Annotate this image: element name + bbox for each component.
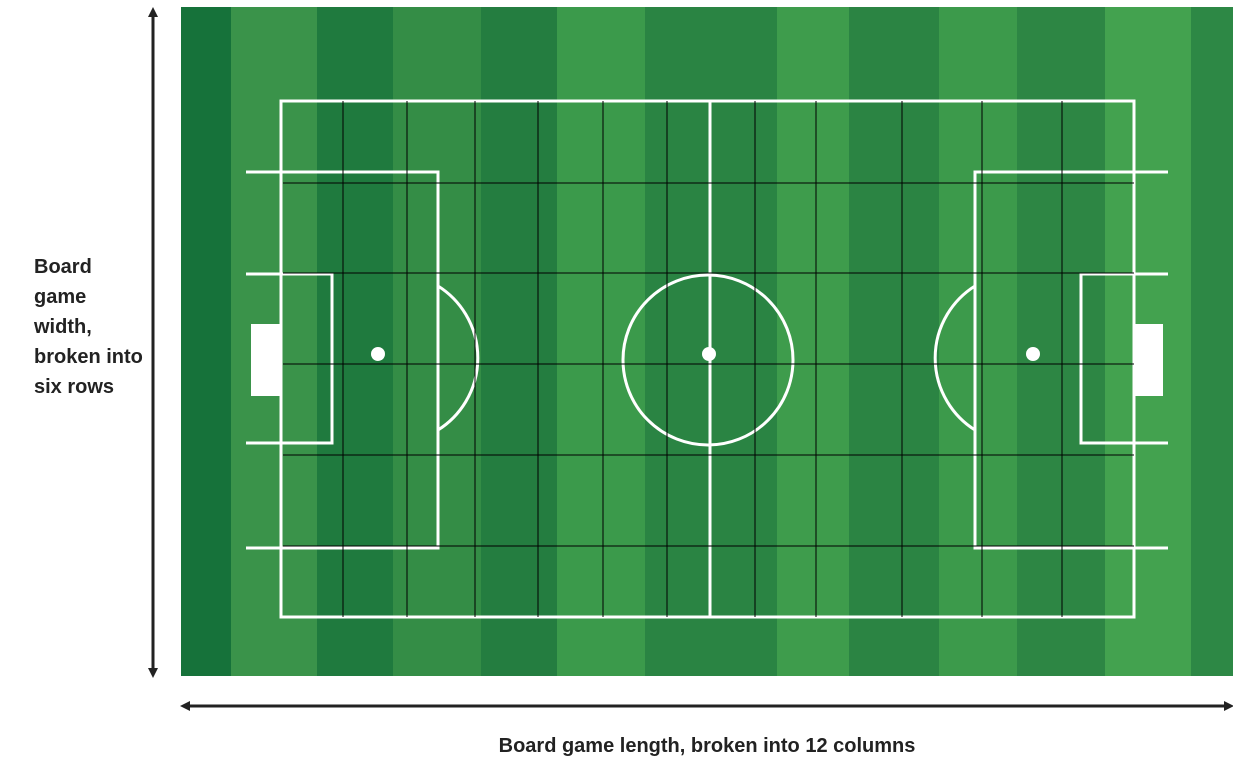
pitch-stripes (181, 7, 1233, 676)
center-spot (702, 347, 716, 361)
left-goal (251, 324, 281, 396)
right-goal (1134, 324, 1163, 396)
right-penalty-spot (1026, 347, 1040, 361)
length-axis-label: Board game length, broken into 12 column… (181, 733, 1233, 759)
left-penalty-spot (371, 347, 385, 361)
width-axis-label: Board game width, broken into six rows (34, 252, 144, 402)
